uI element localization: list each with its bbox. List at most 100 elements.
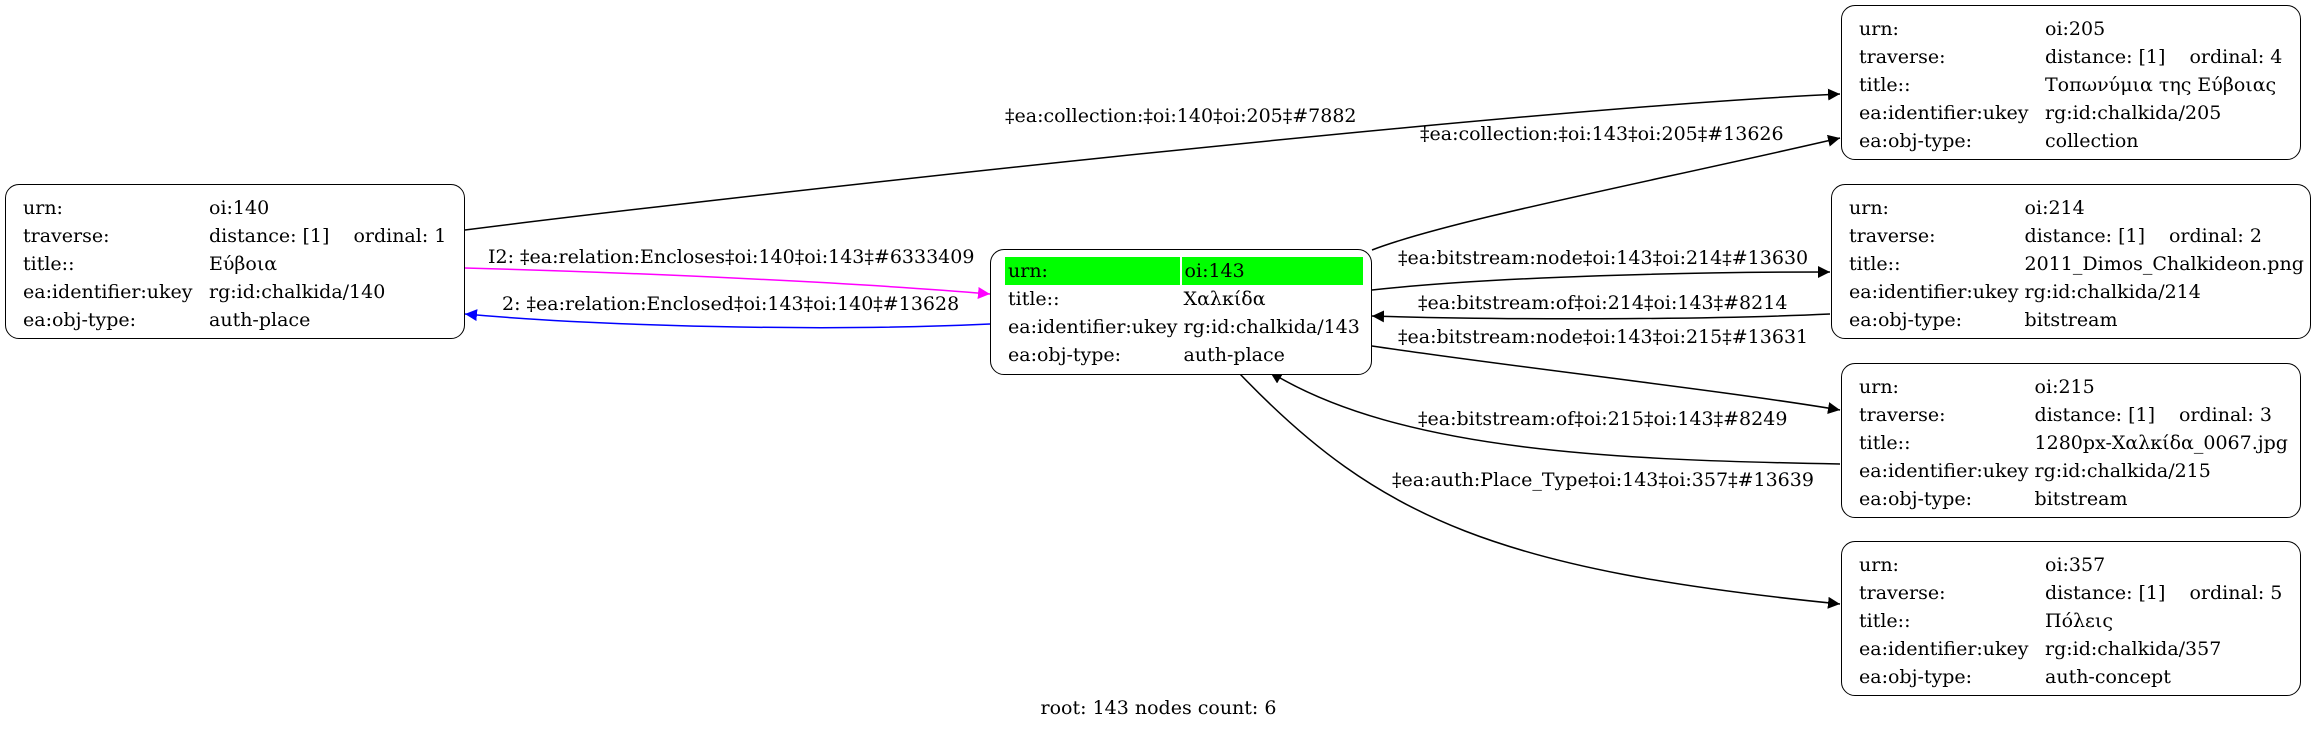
row-value: auth-place [209,309,311,331]
node-oi-357[interactable]: urn: oi:357 traverse: distance: [1]ordinal… [1841,541,2301,696]
distance-value: distance: [1] [2045,582,2166,604]
node-oi-205[interactable]: urn:oi:205 traverse:distance: [1]ordinal… [1841,5,2301,160]
row-key: ea:identifier:ukey [1008,316,1178,338]
row-key: ea:obj-type: [23,309,137,331]
graph-footer: root: 143 nodes count: 6 [1040,697,1277,719]
edge-line-e4 [1371,134,1841,251]
row-value: Πόλεις [2045,610,2113,632]
edge-line-e8 [1269,371,1841,465]
node-row-title: title::Πόλεις [1856,607,2285,635]
row-value: 1280px-Χαλκίδα_0067.jpg [2034,432,2288,454]
row-key: ea:identifier:ukey [1859,102,2029,124]
row-key: ea:identifier:ukey [1859,638,2029,660]
row-key: urn: [1005,257,1182,285]
edge-label-e3: 2: ‡ea:relation:Enclosed‡oi:143‡oi:140‡#… [502,293,960,315]
row-value: oi:214 [2024,197,2085,219]
node-row-traverse: traverse:distance: [1]ordinal: 2 [1846,222,2307,250]
node-oi-143[interactable]: urn:oi:143 title::Χαλκίδα ea:identifier:… [990,249,1372,375]
ordinal-value: ordinal: 1 [353,225,447,247]
row-key: title:: [1859,74,1911,96]
row-key: title:: [1008,288,1060,310]
row-value: rg:id:chalkida/140 [209,281,386,303]
edge-line-e9 [1239,373,1841,609]
row-key: urn: [1859,554,1899,576]
edge-line-e7 [1371,345,1841,414]
row-value: oi:140 [209,197,270,219]
node-oi-214[interactable]: urn:oi:214 traverse:distance: [1]ordinal… [1831,184,2311,339]
row-key: traverse: [23,225,110,247]
node-row-urn: urn: oi:214 [1846,194,2307,222]
node-row-title: title::1280px-Χαλκίδα_0067.jpg [1856,429,2291,457]
distance-value: distance: [1] [2034,404,2155,426]
row-key: ea:identifier:ukey [23,281,193,303]
distance-value: distance: [1] [209,225,330,247]
node-row-urn: urn: oi:140 [20,194,449,222]
node-row-traverse: traverse:distance: [1]ordinal: 3 [1856,401,2291,429]
row-value: Τοπωνύμια της Εύβοιας [2045,74,2277,96]
row-value: distance: [1]ordinal: 5 [2042,579,2285,607]
node-row-obj-type: ea:obj-type:auth-place [1005,341,1363,369]
node-oi-140[interactable]: urn: oi:140 traverse: distance: [1] ordinal… [5,184,465,339]
node-row-obj-type: ea:obj-type:bitstream [1846,306,2307,334]
row-key: ea:obj-type: [1849,309,1963,331]
row-key: urn: [23,197,63,219]
edge-label-e7: ‡ea:bitstream:node‡oi:143‡oi:215‡#13631 [1398,326,1809,348]
row-value: oi:215 [2034,376,2095,398]
row-key: title:: [1859,610,1911,632]
row-value: 2011_Dimos_Chalkideon.png [2024,253,2304,275]
distance-value: distance: [1] [2024,225,2145,247]
row-value: distance: [1] ordinal: 2 [2022,222,2307,250]
row-key: ea:obj-type: [1859,488,1973,510]
edge-line-e1 [464,88,1841,231]
node-row-traverse: traverse:distance: [1]ordinal: 4 [1856,43,2285,71]
row-key: title:: [1849,253,1901,275]
row-value: bitstream [2034,488,2128,510]
row-key: ea:identifier:ukey [1849,281,2019,303]
row-key: traverse: [1859,582,1946,604]
edge-label-e8: ‡ea:bitstream:of‡oi:215‡oi:143‡#8249 [1418,408,1788,430]
node-row-title: title::Χαλκίδα [1005,285,1363,313]
node-row-title: title::Τοπωνύμια της Εύβοιας [1856,71,2285,99]
node-row-obj-type: ea:obj-type: auth-place [20,306,449,334]
node-oi-215[interactable]: urn:oi:215 traverse:distance: [1]ordinal… [1841,363,2301,518]
edge-line-e2 [464,267,991,299]
row-value: rg:id:chalkida/215 [2034,460,2211,482]
ordinal-value: ordinal: 3 [2178,404,2272,426]
node-row-urn: urn: oi:215 [1856,373,2291,401]
edge-label-e6: ‡ea:bitstream:of‡oi:214‡oi:143‡#8214 [1418,292,1788,314]
node-row-traverse: traverse: distance: [1] ordinal: 1 [20,222,449,250]
row-key: urn: [1859,18,1899,40]
edge-label-e1: ‡ea:collection:‡oi:140‡oi:205‡#7882 [1005,105,1357,127]
node-row-urn-highlighted: urn:oi:143 [1005,257,1363,285]
row-value: oi:357 [2045,554,2106,576]
edge-line-e6 [1371,310,1831,323]
node-row-obj-type: ea:obj-type: bitstream [1856,485,2291,513]
distance-value: distance: [1] [2045,46,2166,68]
row-key: urn: [1849,197,1889,219]
node-row-traverse: traverse: distance: [1]ordinal: 5 [1856,579,2285,607]
row-value: distance: [1] ordinal: 3 [2032,401,2291,429]
ordinal-value: ordinal: 4 [2189,46,2283,68]
node-row-obj-type: ea:obj-type:auth-concept [1856,663,2285,691]
row-value: auth-concept [2045,666,2171,688]
node-row-title: title::Εύβοια [20,250,449,278]
row-key: ea:obj-type: [1008,344,1122,366]
row-value: Χαλκίδα [1183,288,1266,310]
edge-label-e2: I2: ‡ea:relation:Encloses‡oi:140‡oi:143‡… [488,246,975,268]
ordinal-value: ordinal: 2 [2168,225,2262,247]
row-key: ea:obj-type: [1859,130,1973,152]
edge-line-e5 [1371,266,1831,291]
row-key: title:: [23,253,75,275]
row-value: collection [2045,130,2139,152]
row-key: urn: [1859,376,1899,398]
edge-label-e9: ‡ea:auth:Place_Type‡oi:143‡oi:357‡#13639 [1392,469,1814,491]
row-key: ea:identifier:ukey [1859,460,2029,482]
node-row-ukey: ea:identifier:ukey rg:id:chalkida/140 [20,278,449,306]
edge-label-e5: ‡ea:bitstream:node‡oi:143‡oi:214‡#13630 [1398,247,1809,269]
node-row-title: title::2011_Dimos_Chalkideon.png [1846,250,2307,278]
node-row-obj-type: ea:obj-type: collection [1856,127,2285,155]
